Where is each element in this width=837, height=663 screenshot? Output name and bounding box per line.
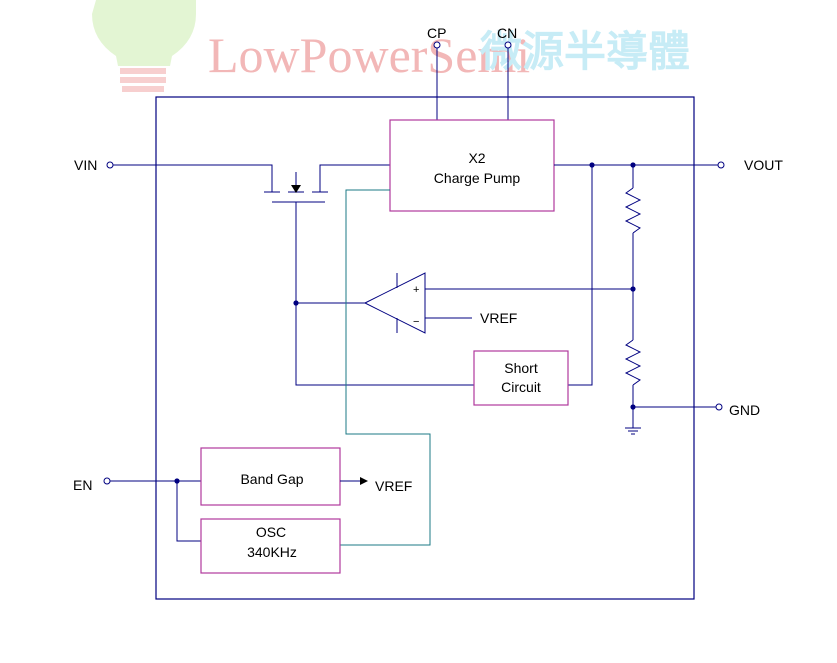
vin-label: VIN <box>74 157 97 173</box>
watermark: LowPowerSemi 微源半導體 <box>92 0 690 92</box>
amp-plus: + <box>413 284 419 296</box>
band-gap-block: Band Gap VREF <box>200 447 412 506</box>
feedback-divider: GND <box>624 165 760 435</box>
pump-pins: CP CN <box>427 25 517 120</box>
gnd-pin <box>715 403 723 411</box>
amp-minus: − <box>413 316 419 328</box>
vout-label: VOUT <box>744 157 783 173</box>
chip-outline <box>155 96 695 600</box>
en-path: EN <box>73 477 201 542</box>
watermark-brand-cn: 微源半導體 <box>479 27 690 76</box>
amp-vref-label: VREF <box>480 310 517 326</box>
cp-label: CP <box>427 25 446 41</box>
clock-wire <box>340 189 431 546</box>
gnd-label: GND <box>729 402 760 418</box>
vout-pin <box>717 161 725 169</box>
vout-path: VOUT <box>554 157 783 386</box>
short-circuit-block: Short Circuit <box>473 350 569 406</box>
cp-pin <box>433 41 441 49</box>
lightbulb-icon <box>92 0 196 92</box>
osc-line1: OSC <box>256 524 286 540</box>
ground-icon <box>625 427 641 435</box>
bandgap-vref-label: VREF <box>375 478 412 494</box>
short-circuit-line1: Short <box>504 360 538 376</box>
osc-line2: 340KHz <box>247 544 297 560</box>
vin-path: VIN <box>74 157 474 386</box>
osc-block: OSC 340KHz <box>200 518 341 574</box>
vref-arrow-icon <box>360 477 368 485</box>
cn-label: CN <box>497 25 517 41</box>
resistor-bottom-icon <box>624 339 642 386</box>
en-label: EN <box>73 477 92 493</box>
en-pin <box>103 477 111 485</box>
error-amplifier: + − VREF <box>363 272 633 334</box>
resistor-top-icon <box>624 187 642 234</box>
watermark-brand: LowPowerSemi <box>208 27 530 83</box>
band-gap-label: Band Gap <box>240 471 303 487</box>
charge-pump-line2: Charge Pump <box>434 170 521 186</box>
vin-pin <box>106 161 114 169</box>
charge-pump-block: X2 Charge Pump <box>389 119 555 212</box>
cn-pin <box>504 41 512 49</box>
charge-pump-line1: X2 <box>468 150 485 166</box>
mosfet-arrow-icon <box>291 185 301 193</box>
short-circuit-line2: Circuit <box>501 379 541 395</box>
